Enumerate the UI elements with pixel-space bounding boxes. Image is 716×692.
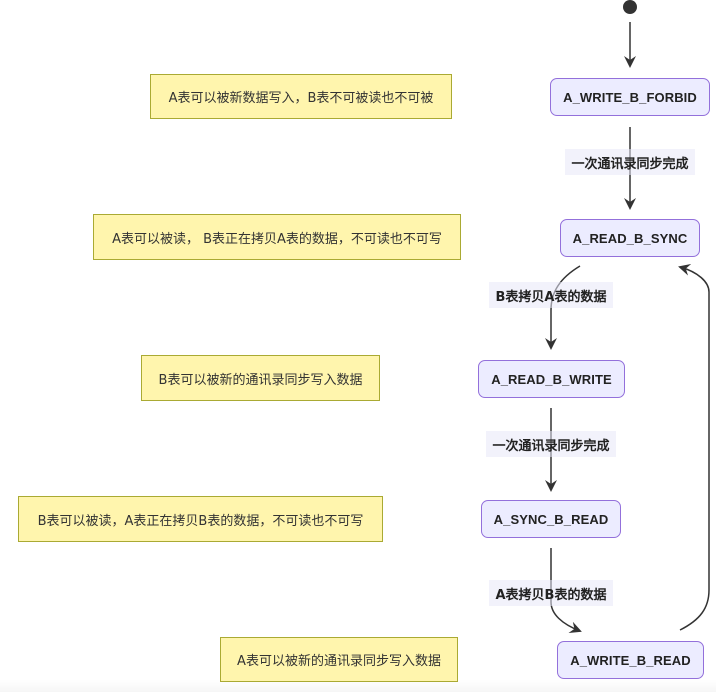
edge-label-b-write-to-sync-b-read: 一次通讯录同步完成 [486, 431, 616, 457]
edge-write-b-read-to-sync [678, 263, 710, 631]
edge-label-sync-b-read-to-write-b-read: A表拷贝B表的数据 [489, 580, 613, 606]
note-a-write-b-read: A表可以被新的通讯录同步写入数据 [220, 637, 458, 682]
note-a-read-b-sync: A表可以被读， B表正在拷贝A表的数据，不可读也不可写 [93, 214, 461, 260]
state-a-read-b-sync[interactable]: A_READ_B_SYNC [560, 219, 700, 257]
state-a-read-b-write[interactable]: A_READ_B_WRITE [478, 360, 625, 398]
state-a-sync-b-read[interactable]: A_SYNC_B_READ [481, 500, 621, 538]
state-a-write-b-read[interactable]: A_WRITE_B_READ [557, 641, 704, 679]
state-a-write-b-forbid[interactable]: A_WRITE_B_FORBID [550, 78, 710, 116]
canvas-bottom-edge [0, 680, 716, 692]
start-node-icon [623, 0, 637, 14]
edge-label-sync-to-b-write: B表拷贝A表的数据 [489, 282, 613, 308]
note-a-write-b-forbid: A表可以被新数据写入，B表不可被读也不可被 [150, 74, 452, 119]
note-a-sync-b-read: B表可以被读，A表正在拷贝B表的数据，不可读也不可写 [18, 496, 383, 542]
note-a-read-b-write: B表可以被新的通讯录同步写入数据 [141, 355, 380, 401]
edge-label-forbid-to-sync: 一次通讯录同步完成 [565, 149, 695, 175]
